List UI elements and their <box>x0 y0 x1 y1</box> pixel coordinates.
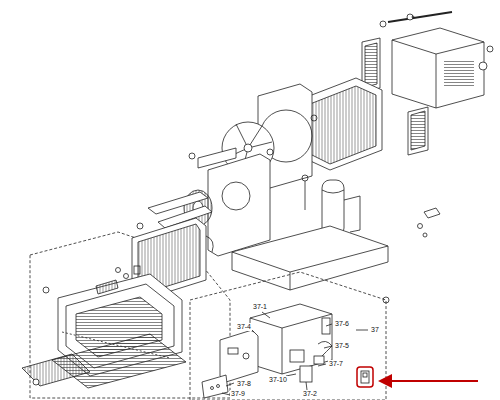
callout-number: 37-7 <box>328 360 344 368</box>
air-filter <box>22 354 90 386</box>
callout-number: 37-6 <box>334 320 350 328</box>
side-panel <box>408 107 428 155</box>
highlight-box <box>357 367 373 387</box>
pointer-arrow <box>388 380 478 382</box>
callout-number: 37-2 <box>302 390 318 398</box>
callout-number: 37-9 <box>230 390 246 398</box>
callout-number: 37-4 <box>236 323 252 331</box>
condenser-coil <box>304 78 382 170</box>
pointer-arrowhead <box>378 374 392 388</box>
cabinet <box>392 28 484 108</box>
callout-number: 37-5 <box>334 342 350 350</box>
partition <box>208 154 270 256</box>
control-board <box>202 375 228 398</box>
switch-part <box>361 371 369 383</box>
capacitor <box>290 350 304 362</box>
group-outline <box>190 272 386 400</box>
callout-number: 37-8 <box>236 380 252 388</box>
control-box <box>250 304 332 374</box>
control-panel <box>220 330 258 382</box>
callout-number: 37-10 <box>268 376 288 384</box>
callout-number: 37-1 <box>252 303 268 311</box>
callout-number: 37 <box>370 326 380 334</box>
base-pan <box>232 226 388 290</box>
rail <box>388 12 452 22</box>
